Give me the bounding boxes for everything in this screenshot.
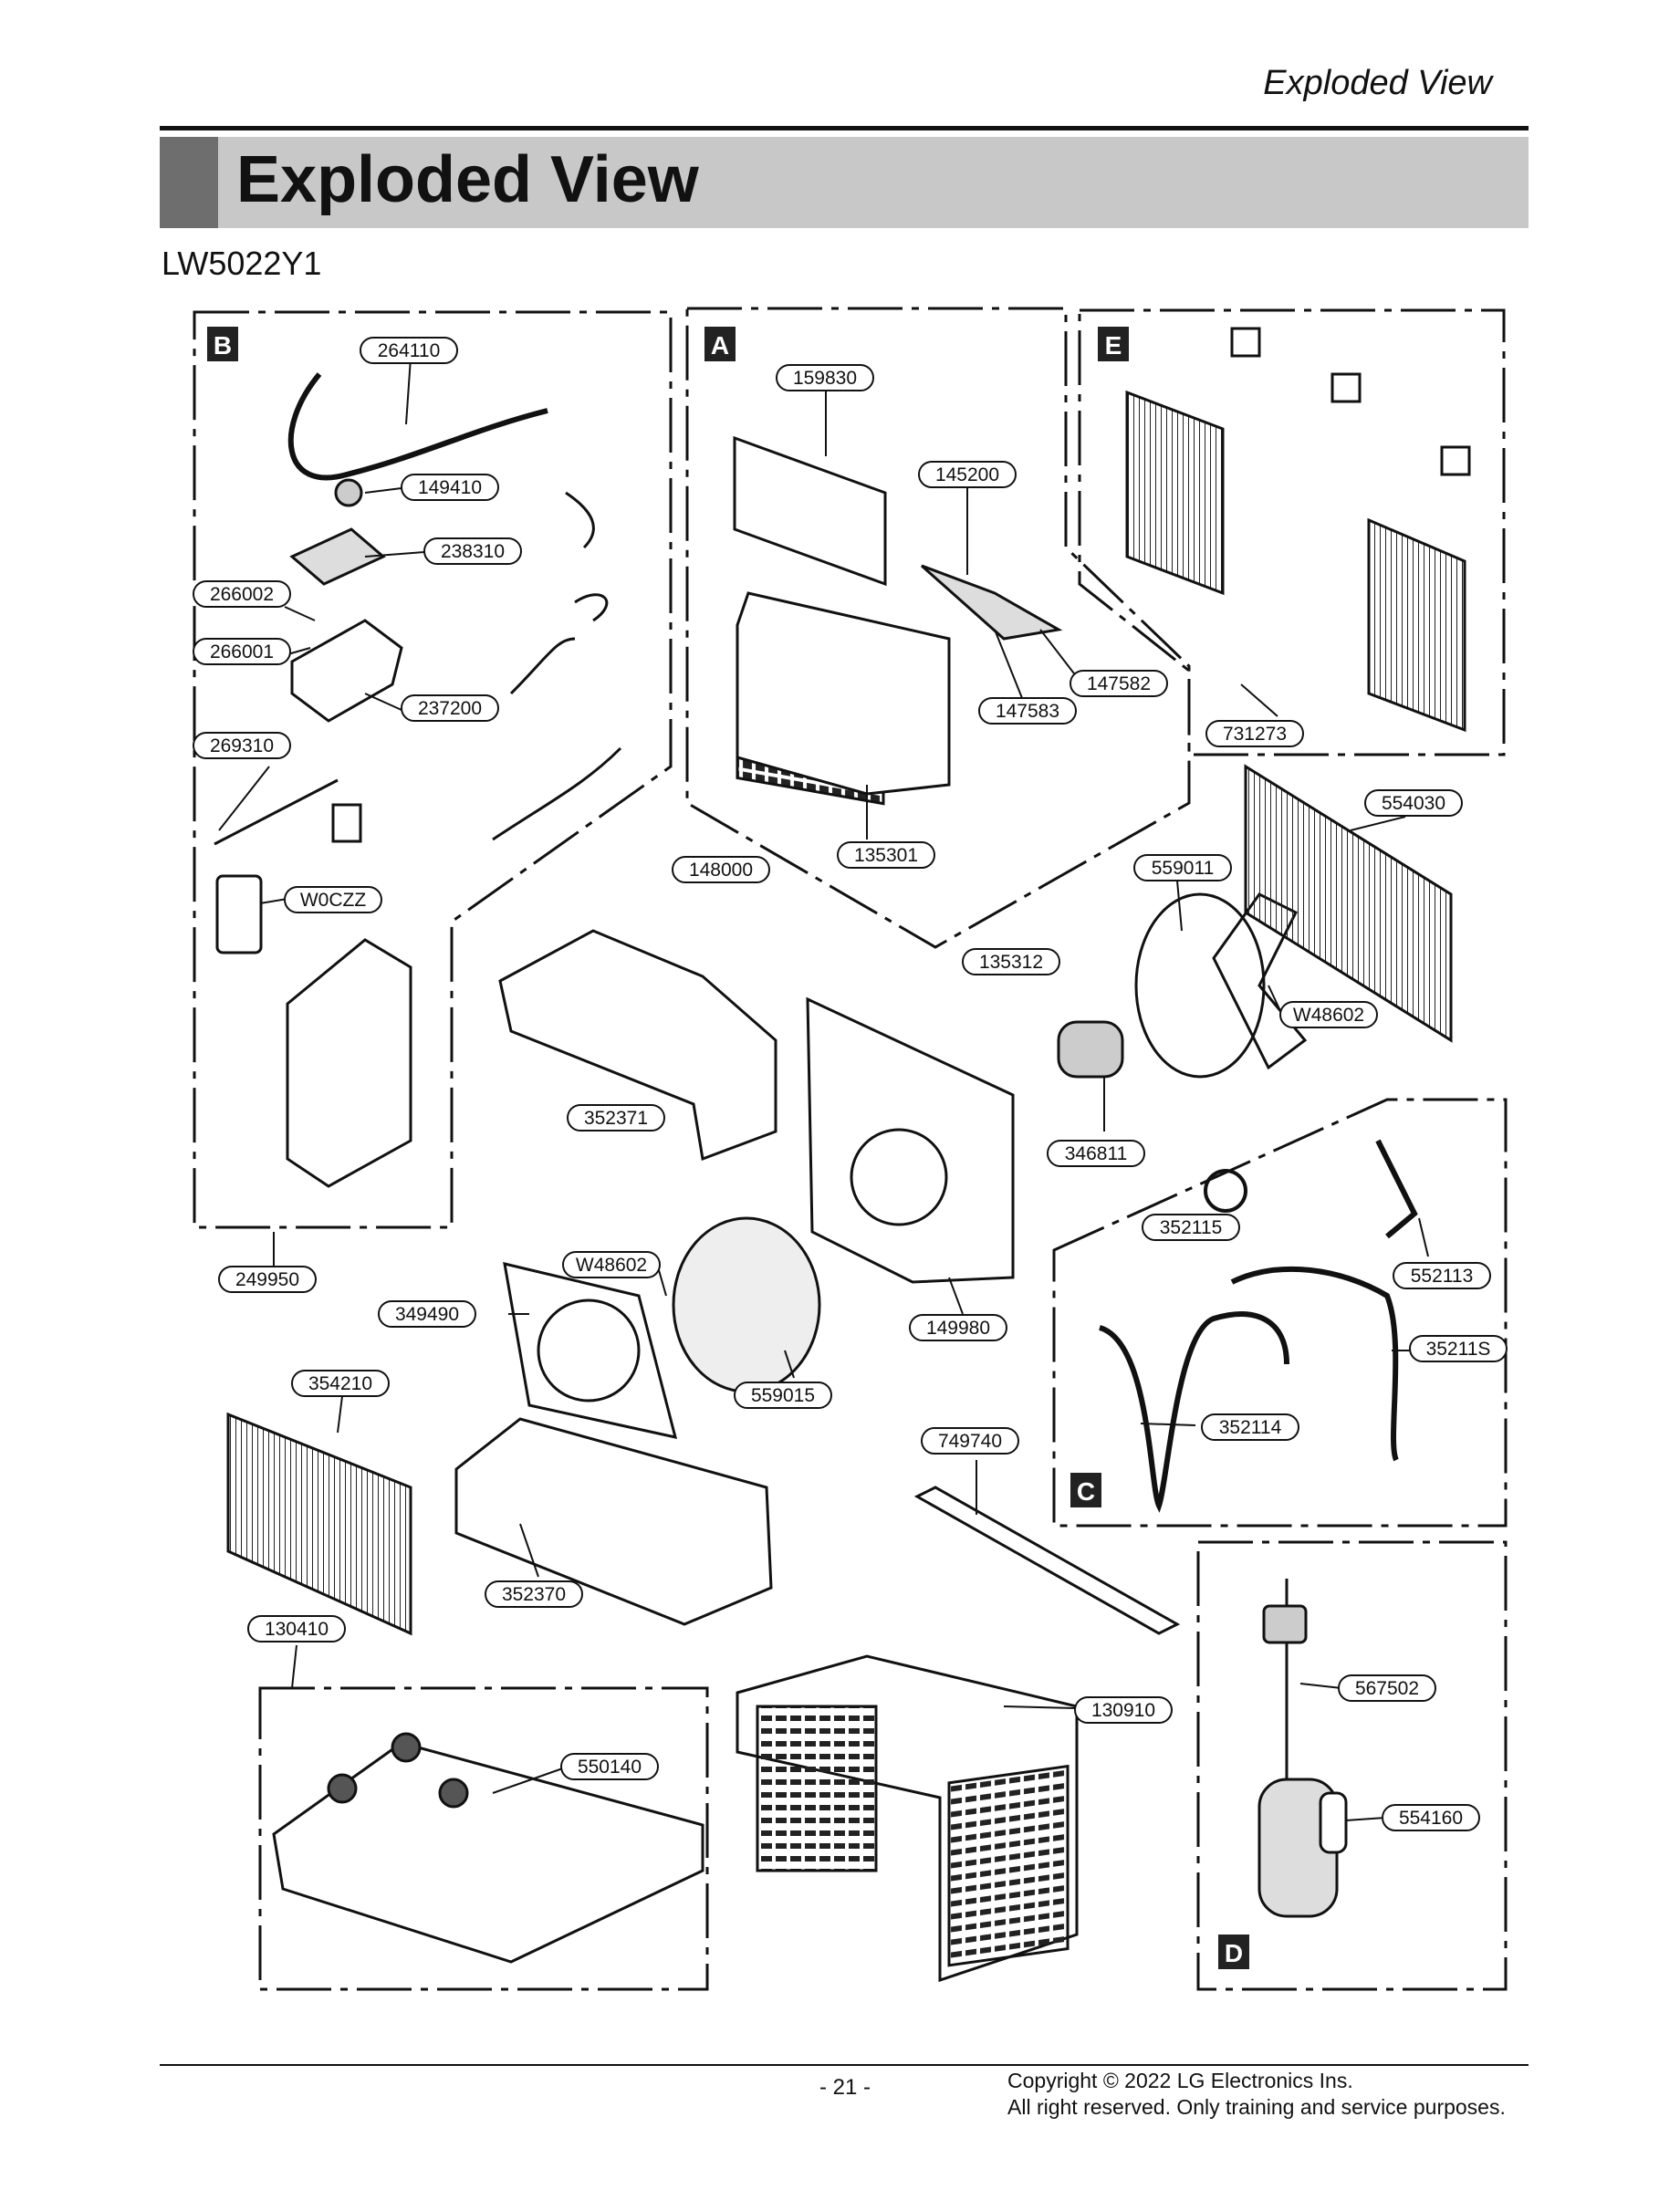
pipe-352114 <box>1098 1311 1289 1513</box>
section-a-label: A <box>711 331 729 360</box>
evaporator <box>226 1412 412 1636</box>
fan-ring <box>1134 892 1266 1079</box>
curtain-right <box>1367 517 1466 733</box>
callout-269310: 269310 <box>210 735 274 756</box>
case-louvers <box>947 1764 1070 1967</box>
copyright-line-1: Copyright © 2022 LG Electronics Ins. <box>1007 2069 1353 2092</box>
pipe-35211S <box>1230 1266 1399 1462</box>
header-rule <box>160 126 1529 130</box>
page-title: Exploded View <box>236 143 699 216</box>
reversing-valve <box>1262 1604 1308 1644</box>
relay <box>331 803 362 843</box>
wire-harness-3 <box>509 637 576 695</box>
support-bar <box>913 1486 1181 1635</box>
copyright-line-2: All right reserved. Only training and se… <box>1007 2095 1506 2119</box>
callout-567502: 567502 <box>1355 1678 1419 1699</box>
power-cord <box>287 372 548 481</box>
callout-147583: 147583 <box>996 701 1059 722</box>
callout-352371: 352371 <box>584 1108 648 1129</box>
section-b-label: B <box>214 331 232 360</box>
shroud-ring <box>850 1128 948 1226</box>
callout-266002: 266002 <box>210 584 274 605</box>
callout-w0czz: W0CZZ <box>300 890 366 911</box>
cross-fan <box>672 1216 821 1393</box>
bracket-3 <box>1440 445 1471 476</box>
control-bracket <box>286 938 412 1188</box>
callout-550140: 550140 <box>578 1757 642 1778</box>
callout-159830: 159830 <box>793 368 857 389</box>
wire-harness-2 <box>574 593 609 622</box>
accumulator <box>1319 1791 1348 1854</box>
callout-149980: 149980 <box>926 1318 990 1339</box>
case-louvers-side <box>756 1705 878 1872</box>
section-c-label: C <box>1077 1477 1095 1506</box>
callout-554160: 554160 <box>1399 1808 1463 1829</box>
curtain-left <box>1125 390 1225 596</box>
callout-w48602-upper: W48602 <box>1293 1005 1364 1026</box>
callout-352114: 352114 <box>1219 1417 1282 1438</box>
callout-147582: 147582 <box>1087 673 1151 694</box>
bracket-1 <box>1230 327 1261 358</box>
title-tab <box>160 137 218 228</box>
callout-346811: 346811 <box>1065 1143 1128 1164</box>
model-number: LW5022Y1 <box>162 245 322 282</box>
condenser <box>1244 764 1453 1043</box>
part-drawings <box>214 327 1471 1983</box>
callout-149410: 149410 <box>418 477 482 498</box>
pipe-552113 <box>1375 1139 1418 1239</box>
callout-237200: 237200 <box>418 698 482 719</box>
callout-731273: 731273 <box>1223 724 1287 745</box>
callout-249950: 249950 <box>235 1269 299 1290</box>
title-bar: Exploded View <box>160 137 1529 228</box>
control-box <box>290 619 403 723</box>
bracket-2 <box>1330 372 1362 403</box>
capacitor <box>215 874 263 954</box>
front-panel <box>736 591 951 796</box>
base-pan-box <box>258 1686 709 1991</box>
callout-35211s: 35211S <box>1426 1339 1491 1360</box>
callout-135301: 135301 <box>854 845 918 866</box>
section-e-label: E <box>1105 331 1122 360</box>
air-guide-upper <box>498 929 777 1162</box>
callout-559015: 559015 <box>751 1385 815 1406</box>
callout-264110: 264110 <box>378 340 441 361</box>
callout-145200: 145200 <box>935 464 999 485</box>
knob <box>334 478 363 507</box>
thermistor <box>214 778 339 846</box>
footer-rule <box>160 2064 1529 2066</box>
section-c-box <box>1052 1098 1508 1528</box>
callout-354210: 354210 <box>308 1373 372 1394</box>
callout-552113: 552113 <box>1411 1266 1474 1287</box>
control-pcb <box>289 527 386 586</box>
callout-135312: 135312 <box>979 952 1043 973</box>
callout-148000: 148000 <box>689 860 753 881</box>
callout-749740: 749740 <box>938 1431 1002 1452</box>
orifice <box>537 1298 641 1403</box>
callout-349490: 349490 <box>395 1304 459 1325</box>
callout-266001: 266001 <box>210 641 274 662</box>
wire-harness-4 <box>492 746 622 841</box>
air-filter <box>733 435 887 587</box>
section-d-label: D <box>1225 1939 1243 1967</box>
coil-352115 <box>1204 1169 1247 1213</box>
callout-238310: 238310 <box>441 541 505 562</box>
motor <box>1057 1020 1124 1079</box>
section-a-box <box>685 307 1191 949</box>
section-e-box <box>1078 308 1506 756</box>
louver-set <box>921 564 1063 641</box>
callout-w48602-lower: W48602 <box>576 1255 647 1276</box>
callout-554030: 554030 <box>1382 793 1445 814</box>
callout-352115: 352115 <box>1160 1217 1223 1238</box>
callout-130910: 130910 <box>1091 1700 1155 1721</box>
callout-559011: 559011 <box>1152 858 1215 879</box>
drain-pan <box>454 1417 773 1626</box>
callout-352370: 352370 <box>502 1584 566 1605</box>
running-header: Exploded View <box>1263 64 1492 102</box>
section-d-box <box>1196 1540 1508 1991</box>
wire-harness-1 <box>565 491 595 549</box>
callout-130410: 130410 <box>265 1619 329 1640</box>
copyright: Copyright © 2022 LG Electronics Ins. All… <box>1007 2068 1506 2121</box>
page-number: - 21 - <box>819 2075 871 2100</box>
